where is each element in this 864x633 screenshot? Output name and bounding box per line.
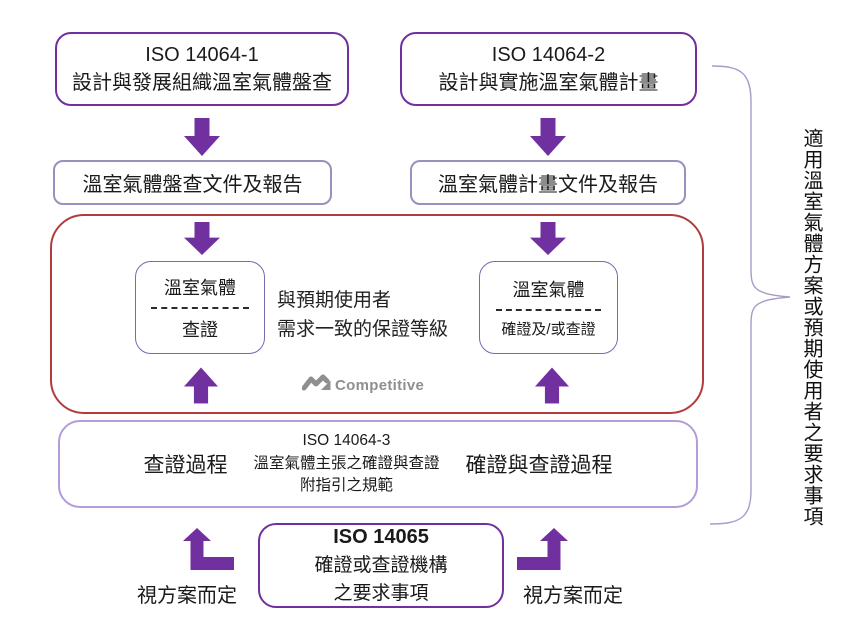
inner-left-bottom: 查證 bbox=[182, 319, 218, 340]
box-verification-process: 查證過程 ISO 14064-3 溫室氣體主張之確證與查證 附指引之規範 確證與… bbox=[58, 420, 698, 508]
assurance-container bbox=[50, 214, 704, 414]
box-iso14064-2-subtitle: 設計與實施溫室氣體計畫 bbox=[438, 72, 659, 94]
depends-left-label: 視方案而定 bbox=[137, 585, 237, 607]
iso14065-line2: 之要求事項 bbox=[333, 583, 429, 604]
inner-left-top: 溫室氣體 bbox=[164, 277, 236, 298]
doc-right-label: 溫室氣體計畫文件及報告 bbox=[438, 174, 658, 196]
inner-right-top: 溫室氣體 bbox=[512, 280, 585, 300]
box-iso14065: ISO 14065 確證或查證機構 之要求事項 bbox=[258, 523, 504, 608]
assurance-note-line2: 需求一致的保證等級 bbox=[277, 319, 449, 341]
box-ghg-project-report: 溫室氣體計畫文件及報告 bbox=[410, 160, 686, 205]
process-center-line2: 附指引之規範 bbox=[299, 477, 393, 495]
box-iso14064-1: ISO 14064-1 設計與發展組織溫室氣體盤查 bbox=[55, 32, 349, 106]
box-iso14064-2: ISO 14064-2 設計與實施溫室氣體計畫 bbox=[400, 32, 697, 106]
process-left-label: 查證過程 bbox=[143, 454, 228, 477]
down-arrow-icon bbox=[530, 118, 566, 156]
depends-right-label: 視方案而定 bbox=[523, 585, 623, 607]
process-center-line1: 溫室氣體主張之確證與查證 bbox=[253, 454, 440, 472]
down-arrow-icon bbox=[184, 118, 220, 156]
box-ghg-validation-verification: 溫室氣體 確證及/或查證 bbox=[479, 261, 618, 354]
elbow-arrow-left-icon bbox=[183, 528, 234, 570]
brace bbox=[709, 65, 791, 525]
assurance-note-line1: 與預期使用者 bbox=[277, 290, 392, 311]
dashed-divider bbox=[496, 309, 601, 311]
box-ghg-inventory-report: 溫室氣體盤查文件及報告 bbox=[53, 160, 332, 205]
dashed-divider bbox=[151, 306, 249, 309]
box-iso14064-1-subtitle: 設計與發展組織溫室氣體盤查 bbox=[72, 72, 332, 94]
up-arrow-icon bbox=[535, 367, 569, 404]
assurance-note: 與預期使用者 需求一致的保證等級 bbox=[277, 286, 448, 345]
up-arrow-icon bbox=[184, 367, 218, 404]
box-iso14064-2-title: ISO 14064-2 bbox=[491, 44, 606, 66]
iso14065-title: ISO 14065 bbox=[333, 526, 429, 549]
competitive-logo: Competitive bbox=[302, 374, 424, 396]
logo-text: Competitive bbox=[335, 376, 425, 394]
process-right-label: 確證與查證過程 bbox=[465, 454, 613, 477]
box-ghg-verification: 溫室氣體 查證 bbox=[135, 261, 265, 354]
process-center-block: ISO 14064-3 溫室氣體主張之確證與查證 附指引之規範 bbox=[253, 430, 439, 497]
inner-right-bottom: 確證及/或查證 bbox=[501, 321, 596, 338]
down-arrow-icon bbox=[184, 222, 220, 255]
elbow-arrow-right-icon bbox=[517, 528, 568, 570]
side-note: 適用溫室氣體方案或預期使用者之要求事項 bbox=[800, 128, 822, 527]
iso14065-line1: 確證或查證機構 bbox=[314, 555, 448, 577]
box-iso14064-1-title: ISO 14064-1 bbox=[145, 44, 259, 66]
logo-mark-icon bbox=[302, 374, 331, 391]
process-center-title: ISO 14064-3 bbox=[302, 432, 391, 450]
down-arrow-icon bbox=[530, 222, 566, 255]
doc-left-label: 溫室氣體盤查文件及報告 bbox=[82, 174, 303, 196]
